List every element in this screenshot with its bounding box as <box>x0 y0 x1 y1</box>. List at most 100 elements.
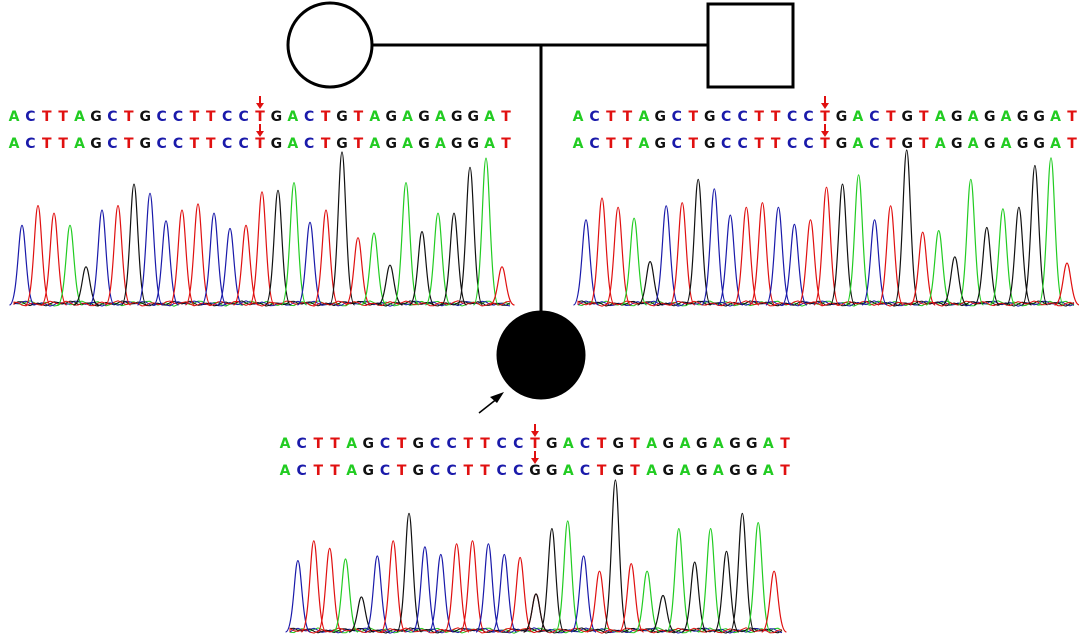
base-letter: G <box>984 109 996 125</box>
base-letter: C <box>222 109 232 125</box>
base-letter: T <box>190 109 200 125</box>
base-letter: C <box>297 436 307 452</box>
base-letter: G <box>663 436 675 452</box>
base-letter: G <box>271 109 283 125</box>
base-letter: A <box>1050 136 1061 152</box>
base-letter: T <box>206 109 216 125</box>
base-letter: G <box>704 136 716 152</box>
chromatogram-peak <box>603 480 628 632</box>
base-letter: T <box>630 463 640 479</box>
base-letter: G <box>336 109 348 125</box>
proband-symbol <box>498 312 584 398</box>
base-letter: A <box>763 463 774 479</box>
chromatogram-peak <box>333 559 358 632</box>
base-letter: C <box>25 109 35 125</box>
base-letter: A <box>9 109 20 125</box>
base-letter: C <box>869 109 879 125</box>
father-variant-marker-1 <box>821 96 829 109</box>
father-chromatogram <box>574 150 1079 306</box>
base-letter: A <box>484 109 495 125</box>
base-letter: A <box>402 136 413 152</box>
base-letter: C <box>589 109 599 125</box>
chromatogram-peak <box>154 221 179 305</box>
base-letter: C <box>580 436 590 452</box>
base-letter: G <box>663 463 675 479</box>
base-letter: T <box>42 136 52 152</box>
base-letter: C <box>721 109 731 125</box>
base-letter: T <box>623 109 633 125</box>
chromatogram-peak <box>574 220 599 305</box>
base-letter: T <box>820 109 830 125</box>
base-letter: A <box>563 436 574 452</box>
base-letter: G <box>984 136 996 152</box>
chromatogram-peak <box>286 561 311 632</box>
base-letter: T <box>314 463 324 479</box>
base-letter: C <box>580 463 590 479</box>
base-letter: G <box>529 463 541 479</box>
base-letter: G <box>546 436 558 452</box>
base-letter: T <box>321 136 331 152</box>
base-letter: C <box>497 463 507 479</box>
base-letter: G <box>1033 109 1045 125</box>
mother-symbol <box>288 3 372 87</box>
base-letter: C <box>513 436 523 452</box>
base-letter: G <box>696 463 708 479</box>
base-letter: G <box>655 136 667 152</box>
base-letter: C <box>513 463 523 479</box>
base-letter: G <box>271 136 283 152</box>
base-letter: T <box>1067 109 1077 125</box>
base-letter: G <box>418 109 430 125</box>
mother-variant-marker-1 <box>256 96 264 109</box>
base-letter: T <box>321 109 331 125</box>
base-letter: T <box>530 436 540 452</box>
base-letter: T <box>501 136 511 152</box>
base-letter: G <box>836 109 848 125</box>
base-letter: C <box>589 136 599 152</box>
mother-chromatogram <box>10 152 515 306</box>
base-letter: A <box>646 436 657 452</box>
base-letter: T <box>780 463 790 479</box>
base-letter: T <box>689 109 699 125</box>
base-letter: G <box>655 109 667 125</box>
base-letter: G <box>90 109 102 125</box>
base-letter: G <box>451 136 463 152</box>
base-letter: C <box>803 136 813 152</box>
base-letter: C <box>869 136 879 152</box>
base-letter: C <box>721 136 731 152</box>
base-letter: T <box>919 109 929 125</box>
base-letter: T <box>1067 136 1077 152</box>
base-letter: C <box>156 136 166 152</box>
chromatogram-peak <box>410 232 435 305</box>
base-letter: T <box>886 136 896 152</box>
base-letter: T <box>689 136 699 152</box>
base-letter: T <box>754 136 764 152</box>
base-letter: A <box>563 463 574 479</box>
base-letter: G <box>336 136 348 152</box>
base-letter: A <box>1001 136 1012 152</box>
base-letter: C <box>380 463 390 479</box>
base-letter: C <box>447 436 457 452</box>
base-letter: T <box>397 463 407 479</box>
base-letter: A <box>680 436 691 452</box>
base-letter: C <box>738 109 748 125</box>
base-letter: A <box>74 109 85 125</box>
base-letter: A <box>9 136 20 152</box>
base-letter: A <box>484 136 495 152</box>
chromatogram-peak <box>622 218 647 305</box>
base-letter: G <box>546 463 558 479</box>
base-letter: C <box>672 109 682 125</box>
base-letter: G <box>729 436 741 452</box>
base-letter: A <box>1050 109 1061 125</box>
chromatogram-peak <box>974 228 999 306</box>
chromatogram-peak <box>58 225 83 305</box>
base-letter: G <box>90 136 102 152</box>
base-letter: G <box>413 436 425 452</box>
base-letter: T <box>190 136 200 152</box>
base-letter: C <box>156 109 166 125</box>
base-letter: A <box>280 436 291 452</box>
